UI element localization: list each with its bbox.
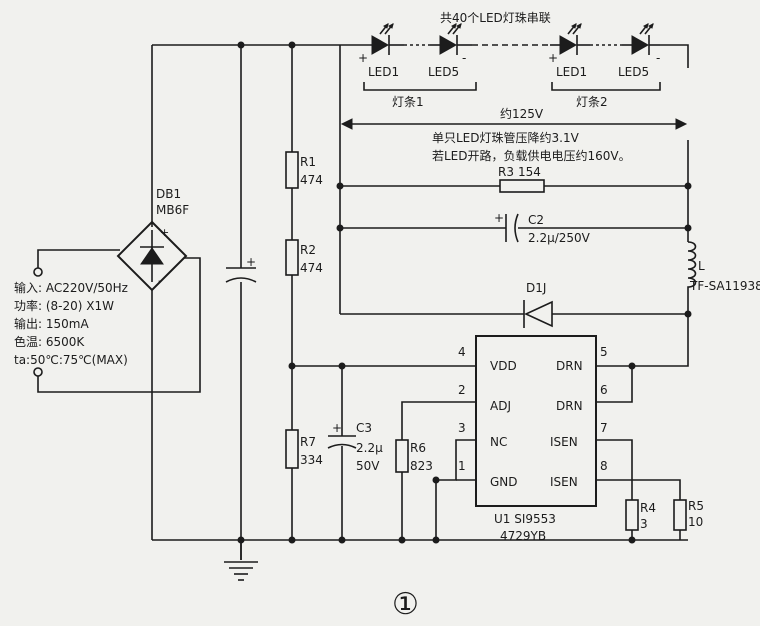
r7-value: 334 <box>300 453 323 467</box>
bulk-capacitor <box>225 267 257 283</box>
led-strip1-last <box>430 23 472 55</box>
c3-value-cap: 2.2μ <box>356 441 383 455</box>
bridge-rectifier-symbol <box>116 220 188 292</box>
spec-ambient: ta:50℃:75℃(MAX) <box>14 353 128 367</box>
ac-terminal-bottom <box>33 367 43 377</box>
r3-ref: R3 <box>498 165 514 179</box>
led-strip2-last-label: LED5 <box>618 65 649 79</box>
ic-pin2-num: 2 <box>458 383 466 397</box>
wiring <box>37 44 689 560</box>
r6-body <box>395 439 409 473</box>
spec-input: 输入: AC220V/50Hz <box>14 280 128 295</box>
spec-list: 输入: AC220V/50Hz 功率: (8-20) X1W 输出: 150mA… <box>14 280 128 367</box>
strip1-bracket <box>363 82 477 91</box>
ic-pin5-name: DRN <box>556 359 583 373</box>
inductor-part: TF-SA11938 <box>689 279 760 293</box>
r6-ref: R6 <box>410 441 426 455</box>
c3-ref: C3 <box>356 421 372 435</box>
junction-dots <box>237 41 692 544</box>
led-strip2-first <box>550 23 590 55</box>
r6-value: 823 <box>410 459 433 473</box>
bridge-plus: + <box>160 226 169 239</box>
ground-symbol <box>224 561 258 581</box>
ac-terminal-top <box>33 267 43 277</box>
note-line2: 若LED开路，负载供电电压约160V。 <box>432 148 631 163</box>
inductor-coil <box>687 241 697 296</box>
ic-pin3-num: 3 <box>458 421 466 435</box>
strip2-label: 灯条2 <box>576 95 608 109</box>
ic-u1-body <box>475 335 597 507</box>
r4-body <box>625 499 639 531</box>
spec-output: 输出: 150mA <box>14 316 89 331</box>
led-strip2-first-plus: + <box>548 51 558 65</box>
ic-pin8-name: ISEN <box>550 475 578 489</box>
r4-value: 3 <box>640 517 648 531</box>
spec-power: 功率: (8-20) X1W <box>14 298 114 313</box>
strip1-label: 灯条1 <box>392 95 424 109</box>
voltage-label: 约125V <box>500 106 544 121</box>
c2-plus: + <box>494 211 504 225</box>
c3-plus: + <box>332 421 342 435</box>
ic-pin1-name: GND <box>490 475 518 489</box>
led-strip2-last <box>622 23 660 55</box>
r7-body <box>285 429 299 469</box>
ic-ref: U1 SI9553 <box>494 512 556 526</box>
r2-ref: R2 <box>300 243 316 257</box>
diode-d1j <box>523 300 553 328</box>
note-line1: 单只LED灯珠管压降约3.1V <box>432 130 580 145</box>
led-strip2-last-minus: - <box>656 51 660 65</box>
bulk-cap-plus: + <box>246 255 256 269</box>
ic-pin6-name: DRN <box>556 399 583 413</box>
ic-code: 4729YB <box>500 529 546 543</box>
c2-capacitor <box>505 213 519 243</box>
r1-ref: R1 <box>300 155 316 169</box>
figure-number: ① <box>392 587 419 622</box>
ic-pin4-num: 4 <box>458 345 466 359</box>
diode-ref: D1J <box>526 281 546 295</box>
c2-ref: C2 <box>528 213 544 227</box>
r7-ref: R7 <box>300 435 316 449</box>
ic-pin1-num: 1 <box>458 459 466 473</box>
bridge-ref: DB1 <box>156 187 181 201</box>
c3-capacitor <box>327 435 357 449</box>
r1-body <box>285 151 299 189</box>
r2-value: 474 <box>300 261 323 275</box>
led-strip1-first <box>340 23 404 55</box>
ic-pin5-num: 5 <box>600 345 608 359</box>
inductor-ref: L <box>698 259 705 273</box>
led-strip1-first-plus: + <box>358 51 368 65</box>
led-strip2-first-label: LED1 <box>556 65 587 79</box>
bridge-minus: - <box>158 274 162 287</box>
led-strip1-last-label: LED5 <box>428 65 459 79</box>
ic-pin6-num: 6 <box>600 383 608 397</box>
spec-color-temp: 色温: 6500K <box>14 335 85 349</box>
r4-ref: R4 <box>640 501 656 515</box>
r5-body <box>673 499 687 531</box>
ic-pin8-num: 8 <box>600 459 608 473</box>
led-chain-caption: 共40个LED灯珠串联 <box>440 11 551 25</box>
ic-pin4-name: VDD <box>490 359 517 373</box>
ic-pin7-num: 7 <box>600 421 608 435</box>
r2-body <box>285 239 299 276</box>
voltage-arrow <box>340 118 688 130</box>
strip2-bracket <box>551 82 661 91</box>
r1-value: 474 <box>300 173 323 187</box>
bridge-part: MB6F <box>156 203 189 217</box>
led-strip1-first-label: LED1 <box>368 65 399 79</box>
r3-body <box>499 179 545 193</box>
c2-value: 2.2μ/250V <box>528 231 591 245</box>
r5-ref: R5 <box>688 499 704 513</box>
r3-value: 154 <box>518 165 541 179</box>
r5-value: 10 <box>688 515 703 529</box>
ic-pin2-name: ADJ <box>490 399 511 413</box>
ic-pin3-name: NC <box>490 435 507 449</box>
c3-value-volt: 50V <box>356 459 380 473</box>
ic-pin7-name: ISEN <box>550 435 578 449</box>
led-strip1-last-minus: - <box>462 51 466 65</box>
